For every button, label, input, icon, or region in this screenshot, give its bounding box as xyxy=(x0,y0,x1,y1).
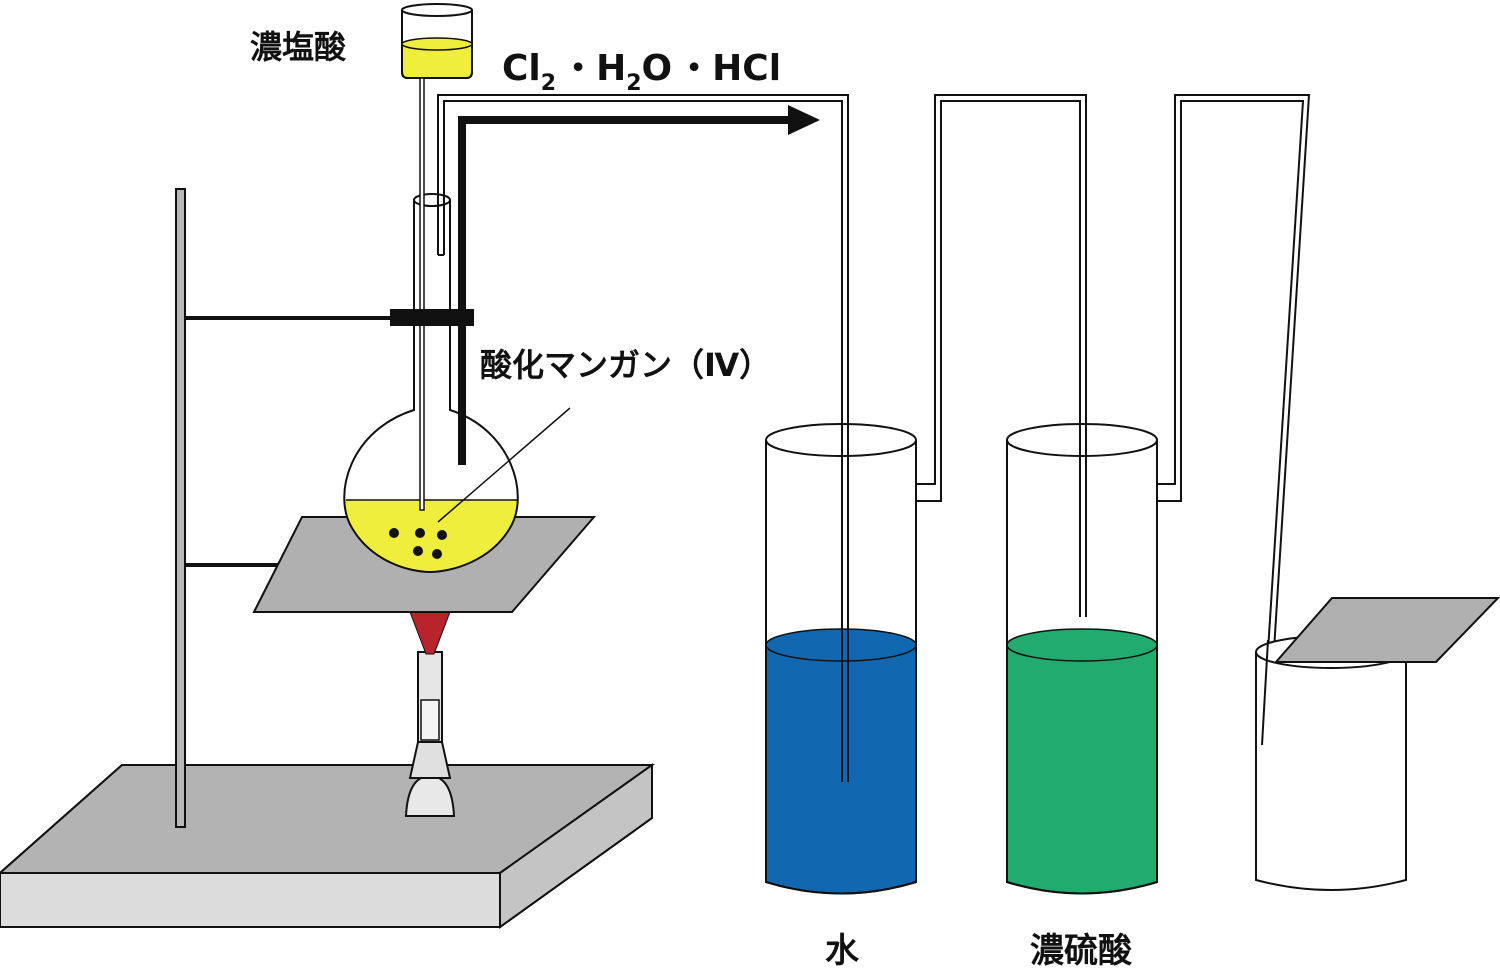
delivery-tube xyxy=(437,94,1311,783)
stand-rod xyxy=(175,188,395,828)
dropping-funnel xyxy=(401,3,473,511)
formula-cl: Cl xyxy=(502,48,541,89)
formula-h: H xyxy=(596,48,626,89)
formula-sep-2: ・ xyxy=(676,48,712,89)
glass-plate xyxy=(1273,597,1500,663)
gas-burner xyxy=(404,611,456,817)
label-mno2: 酸化マンガン（Ⅳ） xyxy=(480,346,771,384)
formula-o: O xyxy=(642,48,673,89)
gas-flow-arrow xyxy=(458,105,820,465)
round-bottom-flask xyxy=(343,193,519,574)
label-conc-hcl: 濃塩酸 xyxy=(250,28,347,66)
collection-cylinder xyxy=(1255,597,1500,891)
flame xyxy=(409,611,451,655)
manganese-dioxide-particles xyxy=(389,528,447,559)
flask-clamp xyxy=(390,309,474,326)
wash-bottle-sulfuric-acid xyxy=(1006,423,1158,895)
label-conc-h2so4: 濃硫酸 xyxy=(1030,931,1133,971)
stand-base xyxy=(0,763,656,929)
formula-h-sub: 2 xyxy=(626,71,641,96)
formula-cl-sub: 2 xyxy=(541,71,556,96)
formula-sep-1: ・ xyxy=(560,48,596,89)
leader-line xyxy=(437,407,571,523)
formula-hcl: HCl xyxy=(712,48,781,89)
label-gas-formula: Cl2・H2O・HCl xyxy=(502,48,781,96)
label-water: 水 xyxy=(825,931,860,971)
